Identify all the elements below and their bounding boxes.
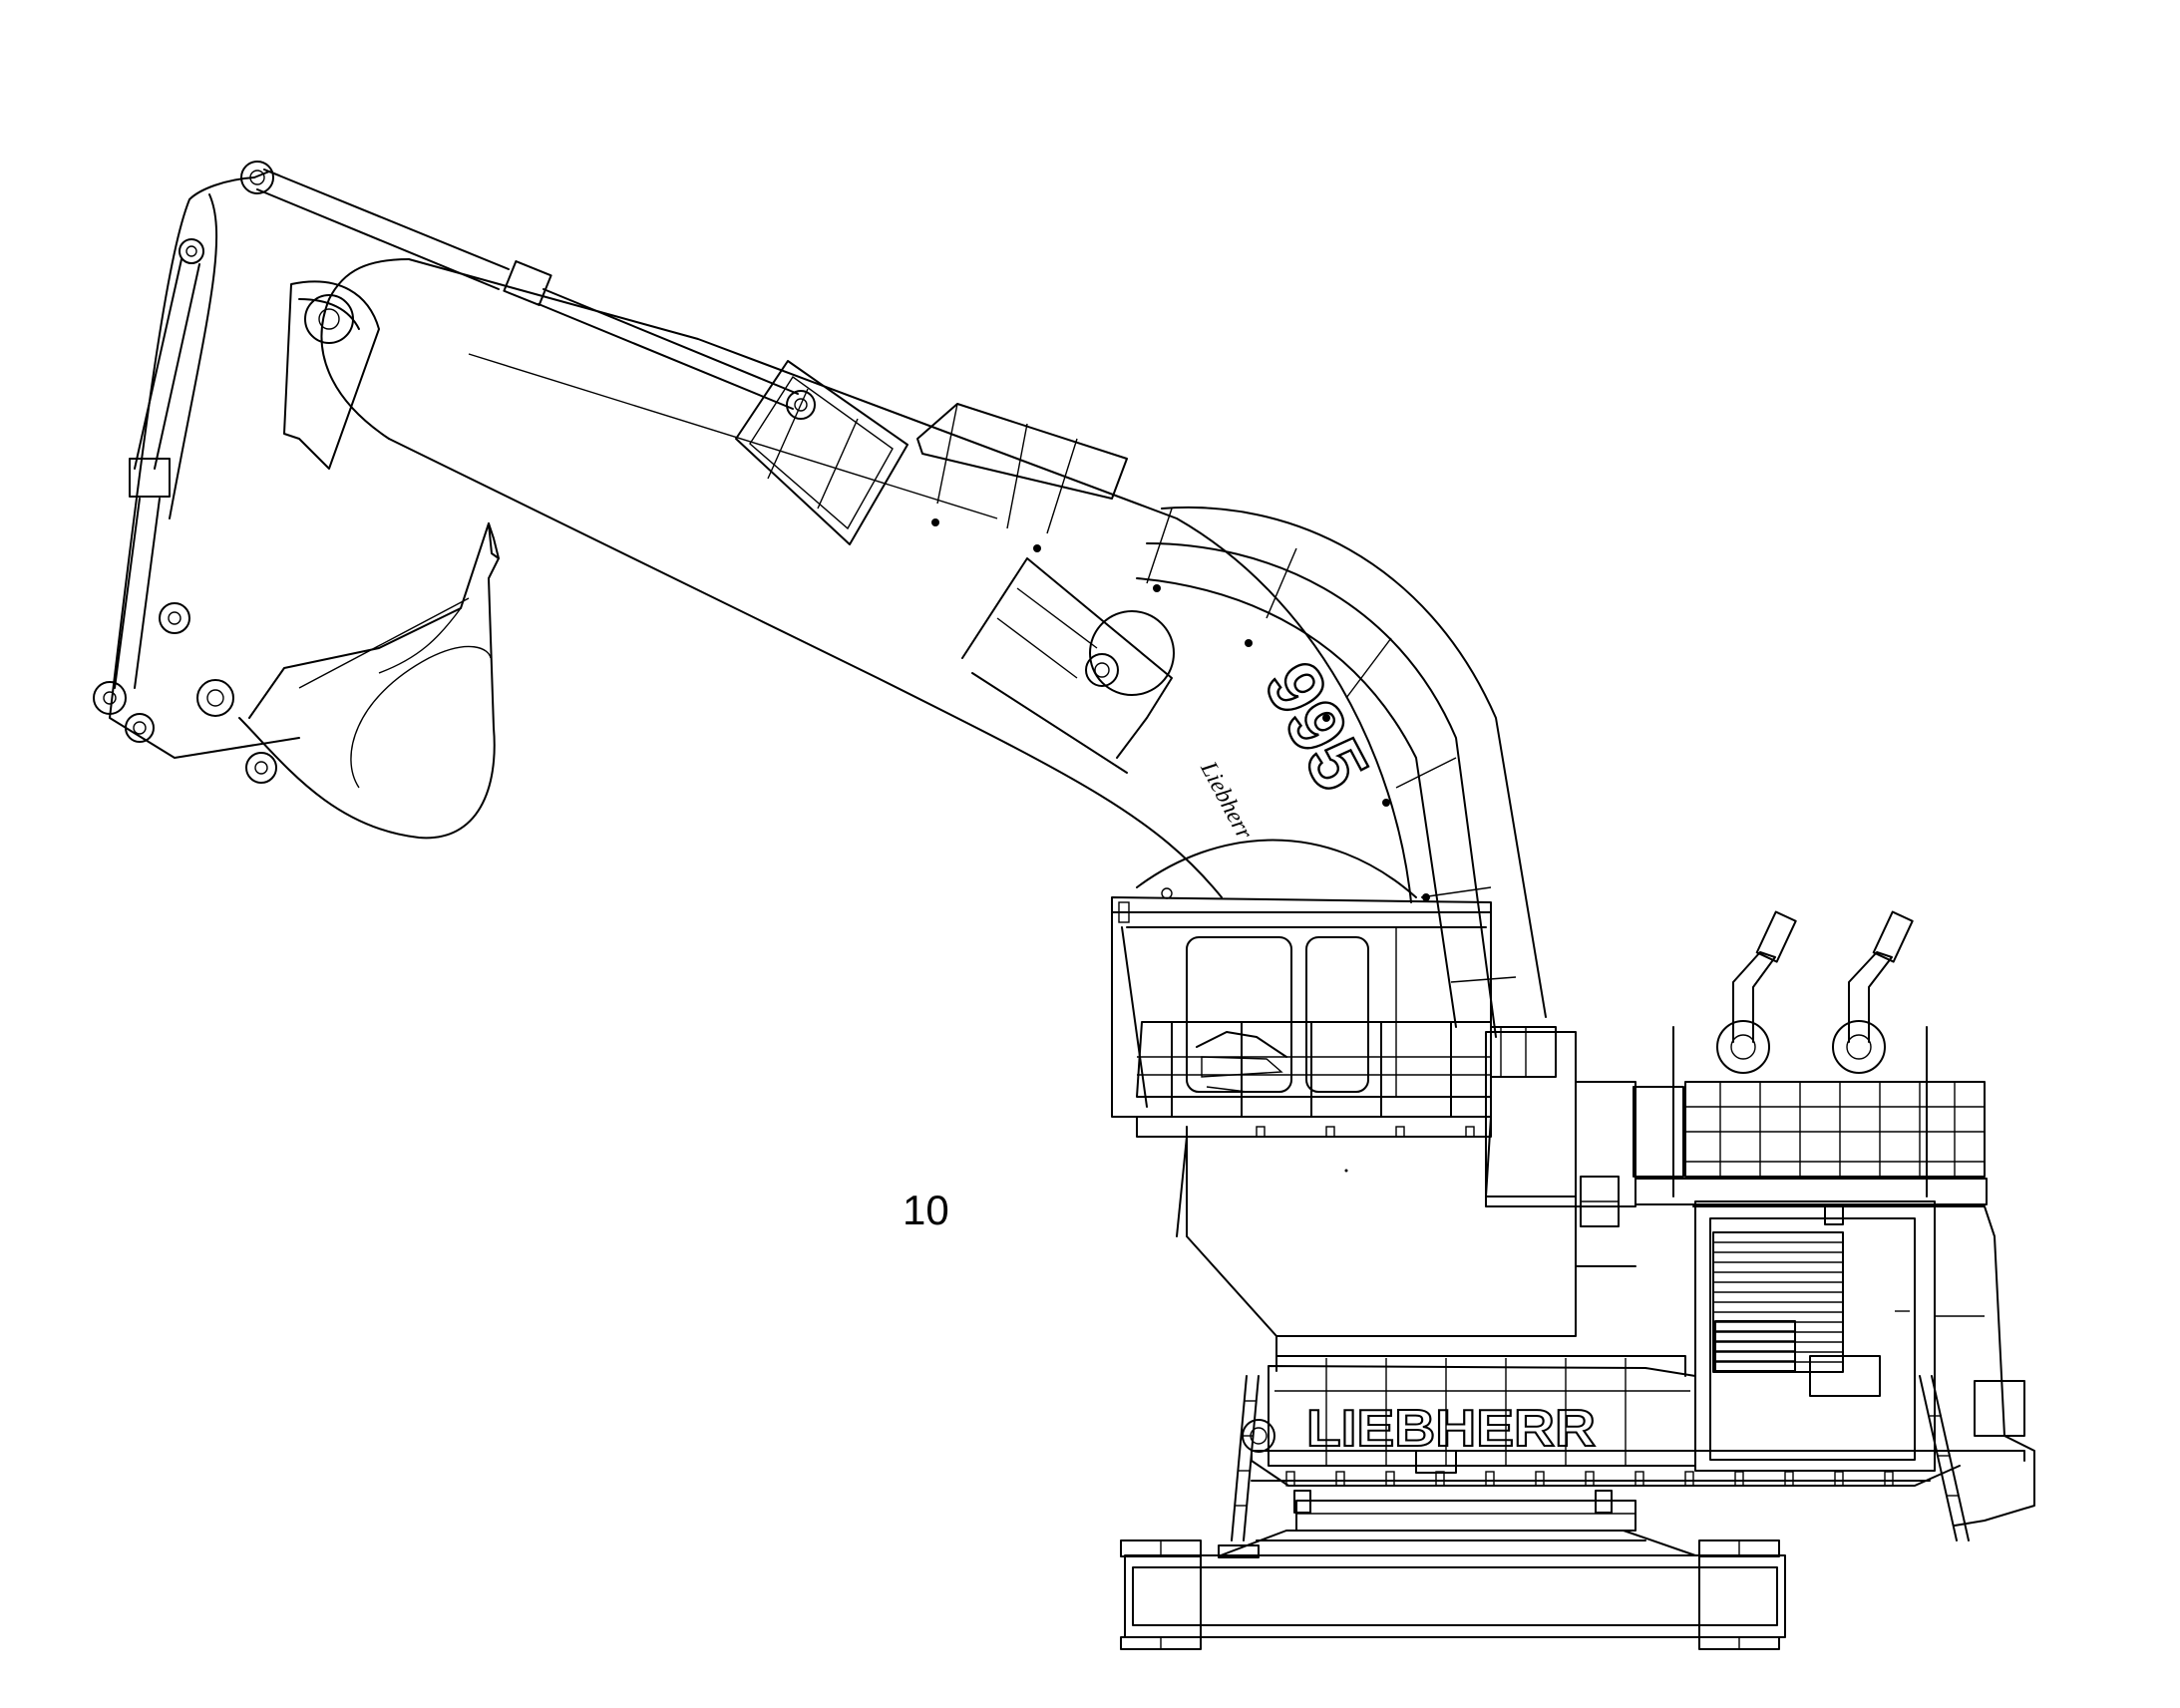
boom-walkway-railings — [735, 360, 1547, 1038]
engine-housing — [1692, 1200, 2035, 1527]
superstructure-deck — [1231, 1375, 2025, 1541]
bucket-cylinder — [114, 258, 200, 689]
machinery-house — [1186, 1031, 1636, 1372]
stick — [93, 161, 380, 784]
bucket — [238, 522, 500, 840]
operator-cab — [1111, 887, 1492, 1118]
engine-deck-railings — [1633, 1026, 1988, 1205]
arm-cylinder — [256, 169, 799, 410]
counterweight: LIEBHERR — [1268, 1355, 1696, 1467]
exhaust-stacks — [1716, 910, 1914, 1074]
cab-platform — [1136, 1021, 1577, 1237]
crawler-undercarriage — [1120, 1490, 1786, 1650]
figure-label: 10 — [903, 1187, 949, 1233]
counterweight-brand: LIEBHERR — [1306, 1400, 1596, 1458]
boom-brand: Liebherr — [1195, 757, 1258, 845]
boom: 995 Liebherr — [320, 258, 1417, 903]
deck-posts — [1285, 1450, 1894, 1487]
